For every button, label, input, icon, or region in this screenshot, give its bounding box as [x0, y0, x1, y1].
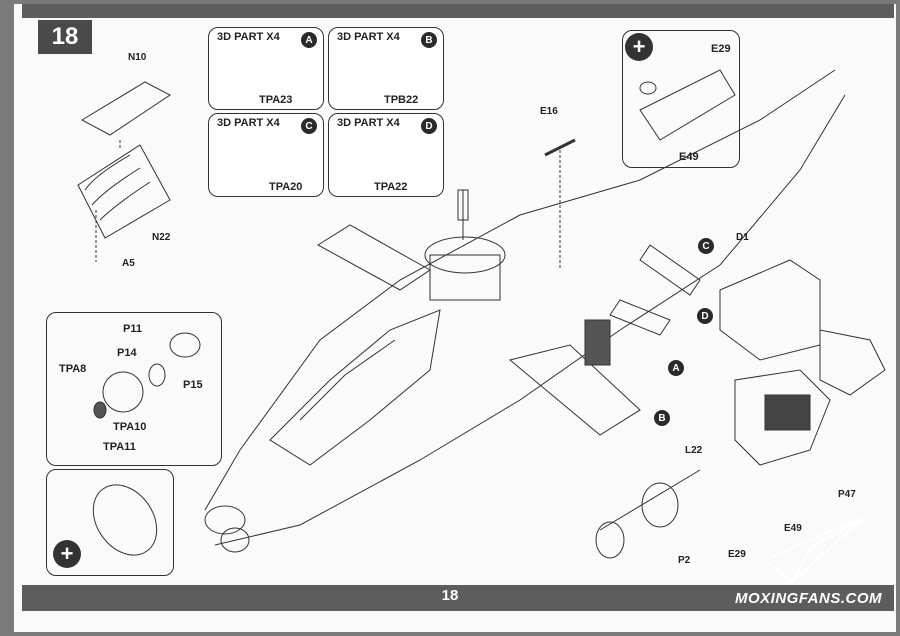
panel-title: 3D PART X4 — [217, 117, 280, 129]
instruction-sheet — [14, 4, 896, 632]
panel-c: 3D PART X4 C TPA20 — [208, 113, 324, 197]
badge-b: B — [421, 32, 437, 48]
panel-d: 3D PART X4 D TPA22 — [328, 113, 444, 197]
nose-detail-panel: P11 P14 TPA8 P15 TPA10 TPA11 — [46, 312, 222, 466]
label-e49: E49 — [679, 151, 699, 163]
badge-c: C — [301, 118, 317, 134]
callout-c: C — [698, 238, 714, 254]
grille-detail-panel: + — [46, 469, 174, 576]
label-p15: P15 — [183, 379, 203, 391]
callout-a: A — [668, 360, 684, 376]
label-p11: P11 — [123, 323, 142, 335]
paper-plane-logo — [763, 515, 867, 584]
bottom-bar — [22, 585, 894, 611]
part-label: TPA20 — [269, 181, 303, 193]
label-tpa10: TPA10 — [113, 421, 147, 433]
panel-title: 3D PART X4 — [337, 117, 400, 129]
label-p47: P47 — [838, 489, 856, 500]
inset-detail-panel: + E29 E49 — [622, 30, 740, 168]
label-e49: E49 — [784, 523, 802, 534]
label-e16: E16 — [540, 106, 558, 117]
page-number: 18 — [441, 587, 459, 604]
magnifier-plus-icon: + — [625, 33, 653, 61]
part-label: TPB22 — [384, 94, 419, 106]
panel-b: 3D PART X4 B TPB22 — [328, 27, 444, 110]
magnifier-plus-icon: + — [53, 540, 81, 568]
callout-b: B — [654, 410, 670, 426]
label-n22: N22 — [152, 232, 171, 243]
panel-a: 3D PART X4 A TPA23 — [208, 27, 324, 110]
label-p14: P14 — [117, 347, 137, 359]
label-a5: A5 — [122, 258, 135, 269]
part-label: TPA22 — [374, 181, 408, 193]
label-tpa8: TPA8 — [59, 363, 87, 375]
label-e29: E29 — [711, 43, 731, 55]
label-l22: L22 — [685, 445, 703, 456]
label-tpa11: TPA11 — [103, 441, 136, 453]
label-n10: N10 — [128, 52, 147, 63]
badge-a: A — [301, 32, 317, 48]
panel-title: 3D PART X4 — [337, 31, 400, 43]
panel-title: 3D PART X4 — [217, 31, 280, 43]
step-number: 18 — [38, 20, 92, 54]
top-bar — [22, 4, 894, 18]
badge-d: D — [421, 118, 437, 134]
part-label: TPA23 — [259, 94, 293, 106]
label-e29: E29 — [728, 549, 746, 560]
watermark: MOXINGFANS.COM — [735, 590, 883, 607]
label-p2: P2 — [678, 555, 691, 566]
callout-d: D — [697, 308, 713, 324]
label-d1: D1 — [736, 232, 749, 243]
